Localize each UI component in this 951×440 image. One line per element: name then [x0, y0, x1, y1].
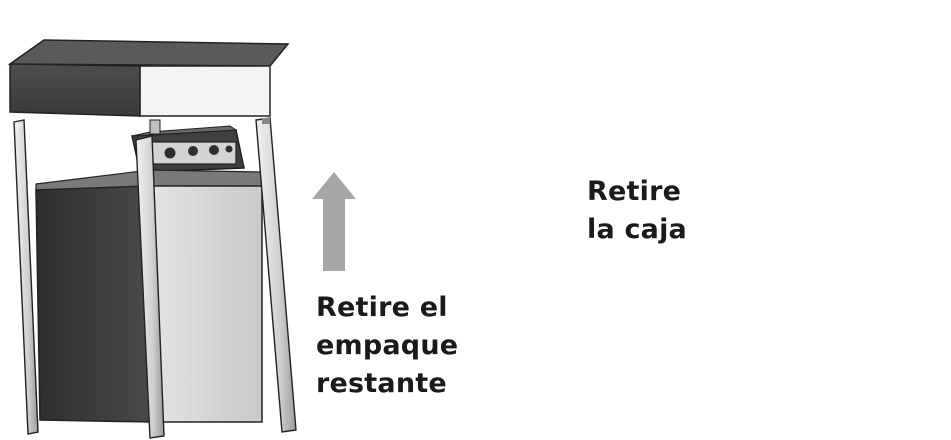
packing-corner-posts — [13, 117, 297, 439]
control-console — [131, 119, 245, 173]
cabinet-front — [149, 185, 263, 423]
up-arrow-icon — [312, 172, 356, 271]
packing-top-cap — [7, 39, 290, 117]
caption-line: la caja — [587, 214, 687, 245]
caption-line: Retire — [587, 176, 682, 207]
caption-line: Retire el — [316, 292, 448, 323]
cabinet-side — [35, 185, 153, 423]
caption-remove-box: Retire la caja — [587, 173, 687, 249]
washer-with-packing-illustration — [7, 39, 297, 439]
caption-line: restante — [316, 368, 447, 399]
caption-remove-packing: Retire el empaque restante — [316, 289, 458, 403]
caption-line: empaque — [316, 330, 459, 361]
